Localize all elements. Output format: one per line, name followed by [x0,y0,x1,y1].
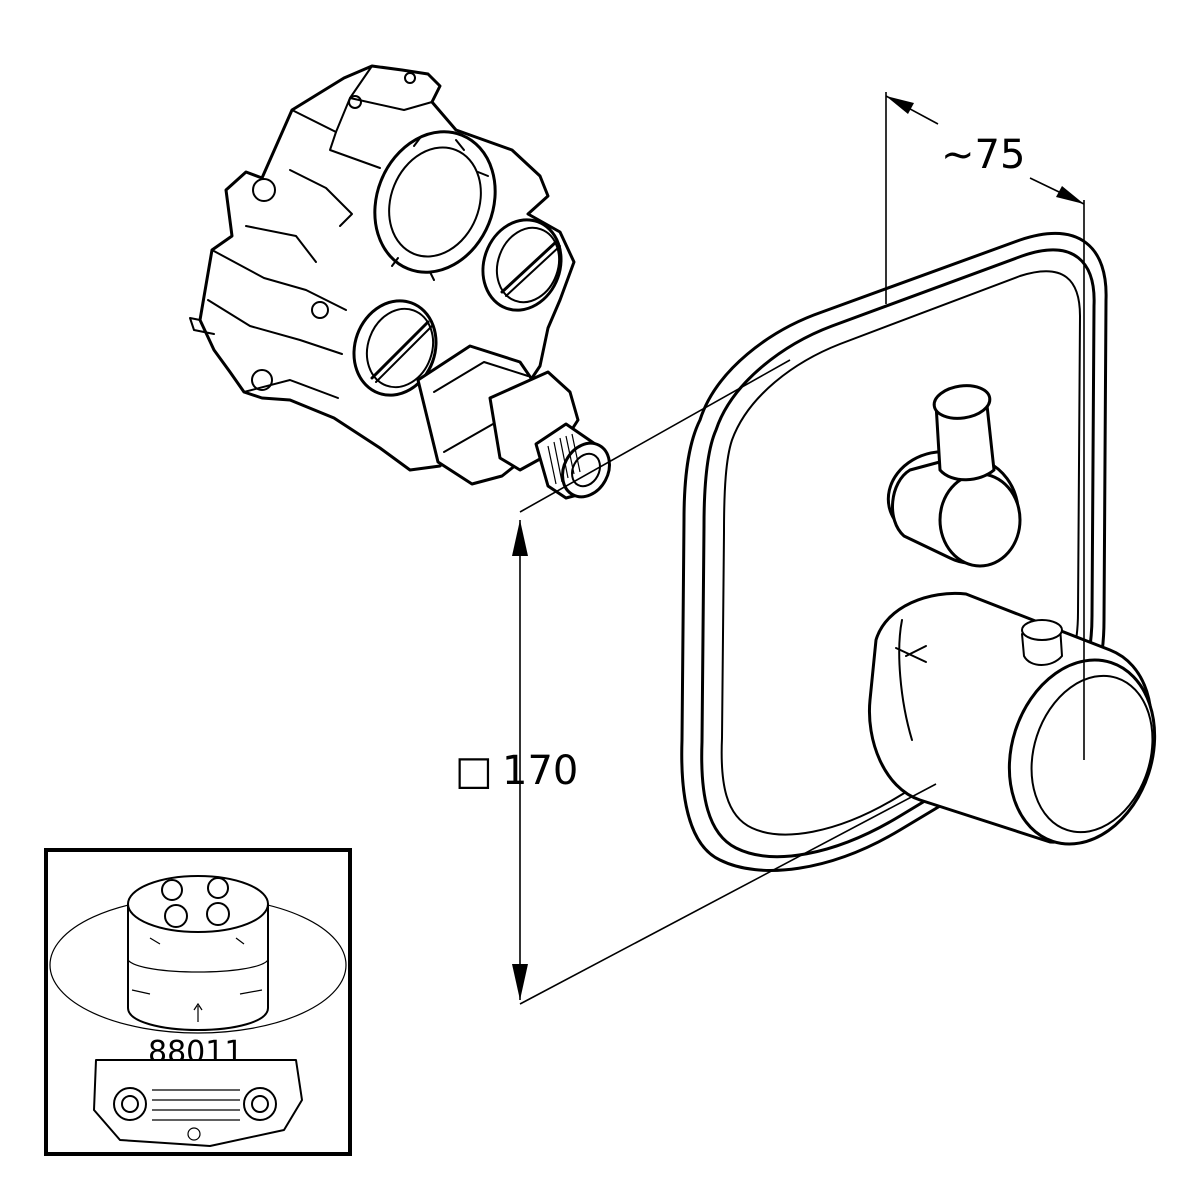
valve-body-illustration [189,64,611,500]
size-dimension-value: 170 [502,748,578,794]
size-dimension-symbol: □ [455,748,493,794]
dimension-depth: ~75 [885,92,1085,760]
thermostat-knob [867,591,1157,846]
inset-box: 88011 [44,848,352,1156]
diverter-knob [886,384,1022,568]
trim-plate-illustration [680,232,1157,872]
dimension-size: □ 170 [455,359,937,1005]
depth-dimension-label: ~75 [941,132,1025,178]
